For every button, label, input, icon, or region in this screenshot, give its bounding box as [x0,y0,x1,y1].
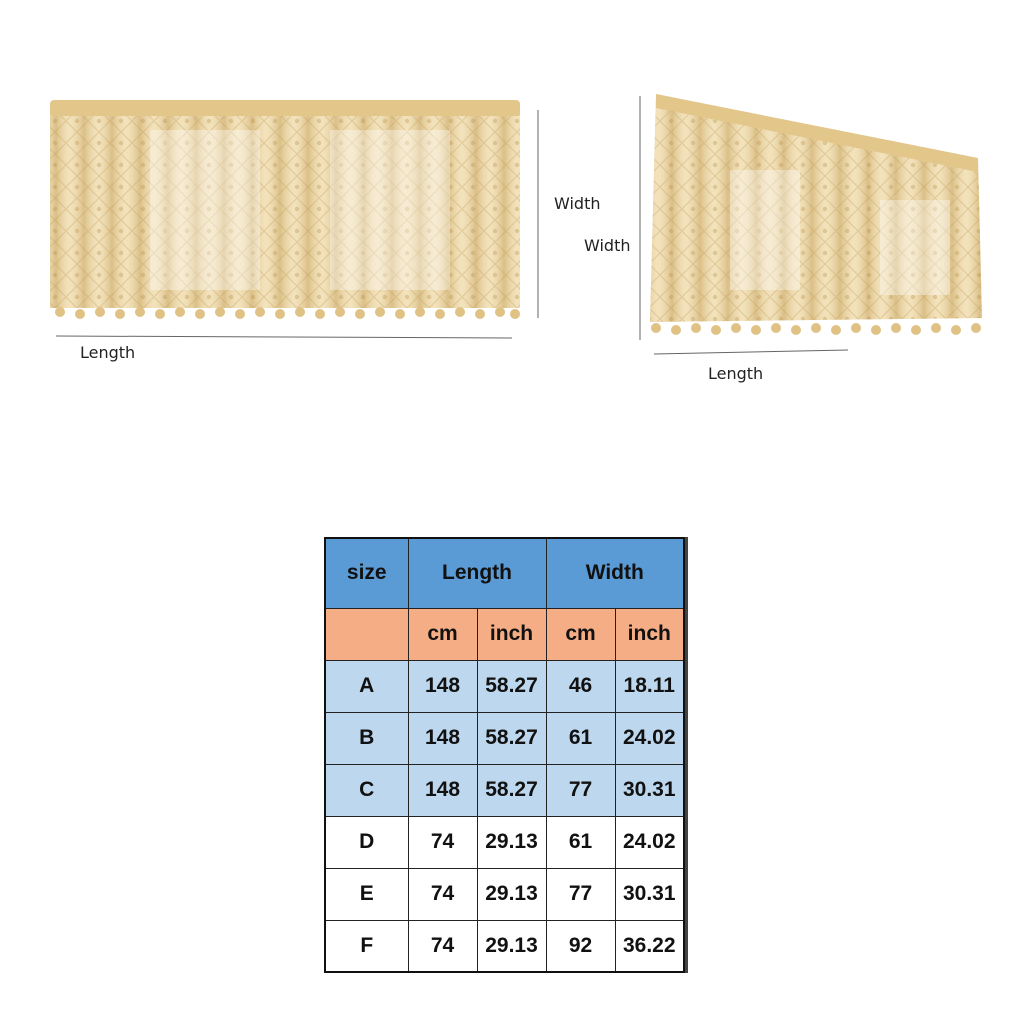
size-cell: A [324,659,409,713]
length-inch-cell: 58.27 [476,763,547,817]
width-inch-cell: 18.11 [614,659,685,713]
length-inch-cell: 29.13 [476,867,547,921]
length-cm-cell: 148 [407,763,478,817]
length-cm-cell: 148 [407,659,478,713]
table-header-row: size Length Width [324,537,685,609]
table-row: A 148 58.27 46 18.11 [324,659,685,713]
size-table: size Length Width cm inch cm inch A 148 … [324,537,685,973]
left-width-label: Width [554,194,601,213]
width-cm-cell: 92 [545,919,616,973]
right-width-label: Width [584,236,631,255]
length-header: Length [407,537,547,609]
right-length-label: Length [708,364,764,383]
width-cm-cell: 61 [545,815,616,869]
table-row: E 74 29.13 77 30.31 [324,867,685,921]
units-empty-cell [324,607,409,661]
length-inch-cell: 29.13 [476,815,547,869]
width-inch-cell: 24.02 [614,815,685,869]
curtain-illustrations [50,94,982,355]
length-inch-cell: 29.13 [476,919,547,973]
width-inch-cell: 36.22 [614,919,685,973]
right-curtain-image [639,94,982,355]
size-cell: C [324,763,409,817]
length-inch-cell: 58.27 [476,659,547,713]
size-cell: F [324,919,409,973]
length-cm-unit: cm [407,607,478,661]
table-row: B 148 58.27 61 24.02 [324,711,685,765]
table-row: C 148 58.27 77 30.31 [324,763,685,817]
width-inch-cell: 24.02 [614,711,685,765]
table-units-row: cm inch cm inch [324,607,685,661]
left-length-dimension-line [55,335,513,339]
length-cm-cell: 74 [407,919,478,973]
width-cm-cell: 61 [545,711,616,765]
length-cm-cell: 74 [407,815,478,869]
length-inch-unit: inch [476,607,547,661]
length-cm-cell: 74 [407,867,478,921]
width-inch-unit: inch [614,607,685,661]
size-cell: E [324,867,409,921]
width-cm-cell: 77 [545,763,616,817]
width-header: Width [545,537,685,609]
table-row: F 74 29.13 92 36.22 [324,919,685,973]
length-inch-cell: 58.27 [476,711,547,765]
width-inch-cell: 30.31 [614,867,685,921]
right-length-dimension-line [653,349,849,355]
width-cm-unit: cm [545,607,616,661]
width-inch-cell: 30.31 [614,763,685,817]
size-header: size [324,537,409,609]
size-cell: D [324,815,409,869]
table-row: D 74 29.13 61 24.02 [324,815,685,869]
width-cm-cell: 46 [545,659,616,713]
size-cell: B [324,711,409,765]
width-cm-cell: 77 [545,867,616,921]
left-curtain-image [50,100,539,339]
left-length-label: Length [80,343,136,362]
length-cm-cell: 148 [407,711,478,765]
